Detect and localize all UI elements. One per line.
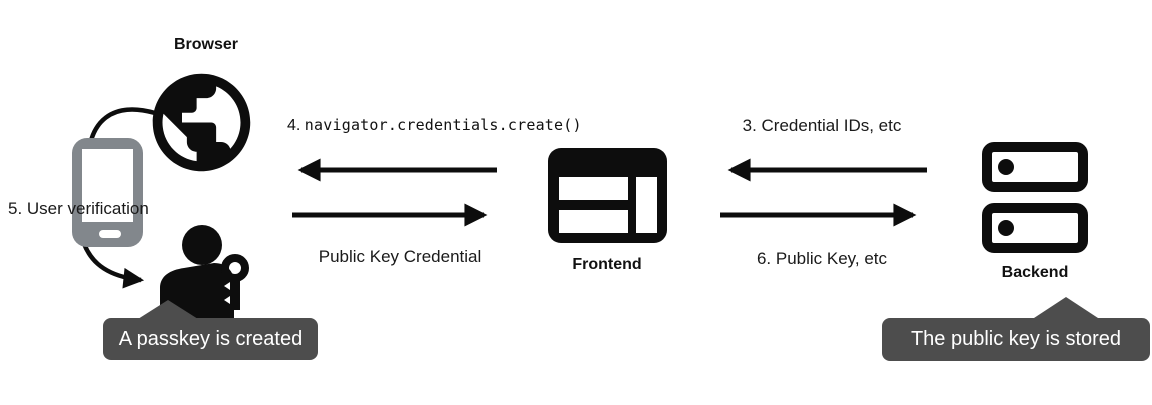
passkey-callout: A passkey is created	[103, 318, 318, 360]
step6-label: 6. Public Key, etc	[756, 249, 888, 268]
step3-label: 3. Credential IDs, etc	[742, 116, 902, 135]
passkey-callout-text: A passkey is created	[118, 327, 303, 350]
server-stack-icon	[982, 142, 1088, 253]
public-key-credential-label: Public Key Credential	[318, 247, 482, 266]
key	[221, 254, 249, 310]
step4-code: navigator.credentials.create()	[304, 116, 582, 134]
public-key-callout-text: The public key is stored	[910, 328, 1122, 350]
backend-label: Backend	[1001, 264, 1069, 281]
step4-label: 4. navigator.credentials.create()	[287, 116, 582, 135]
step4-number: 4.	[287, 117, 301, 134]
public-key-callout-pointer	[1034, 297, 1098, 318]
passkey-callout-pointer	[138, 300, 198, 319]
key-teeth	[224, 282, 230, 304]
public-key-callout: The public key is stored	[882, 318, 1150, 361]
frontend-label: Frontend	[572, 256, 642, 273]
browser-label: Browser	[173, 36, 239, 53]
person-head	[182, 225, 222, 265]
globe-icon	[152, 73, 251, 172]
step5-label: 5. User verification	[8, 199, 149, 218]
smartphone-icon	[72, 138, 143, 247]
browser-window-icon	[548, 148, 667, 243]
